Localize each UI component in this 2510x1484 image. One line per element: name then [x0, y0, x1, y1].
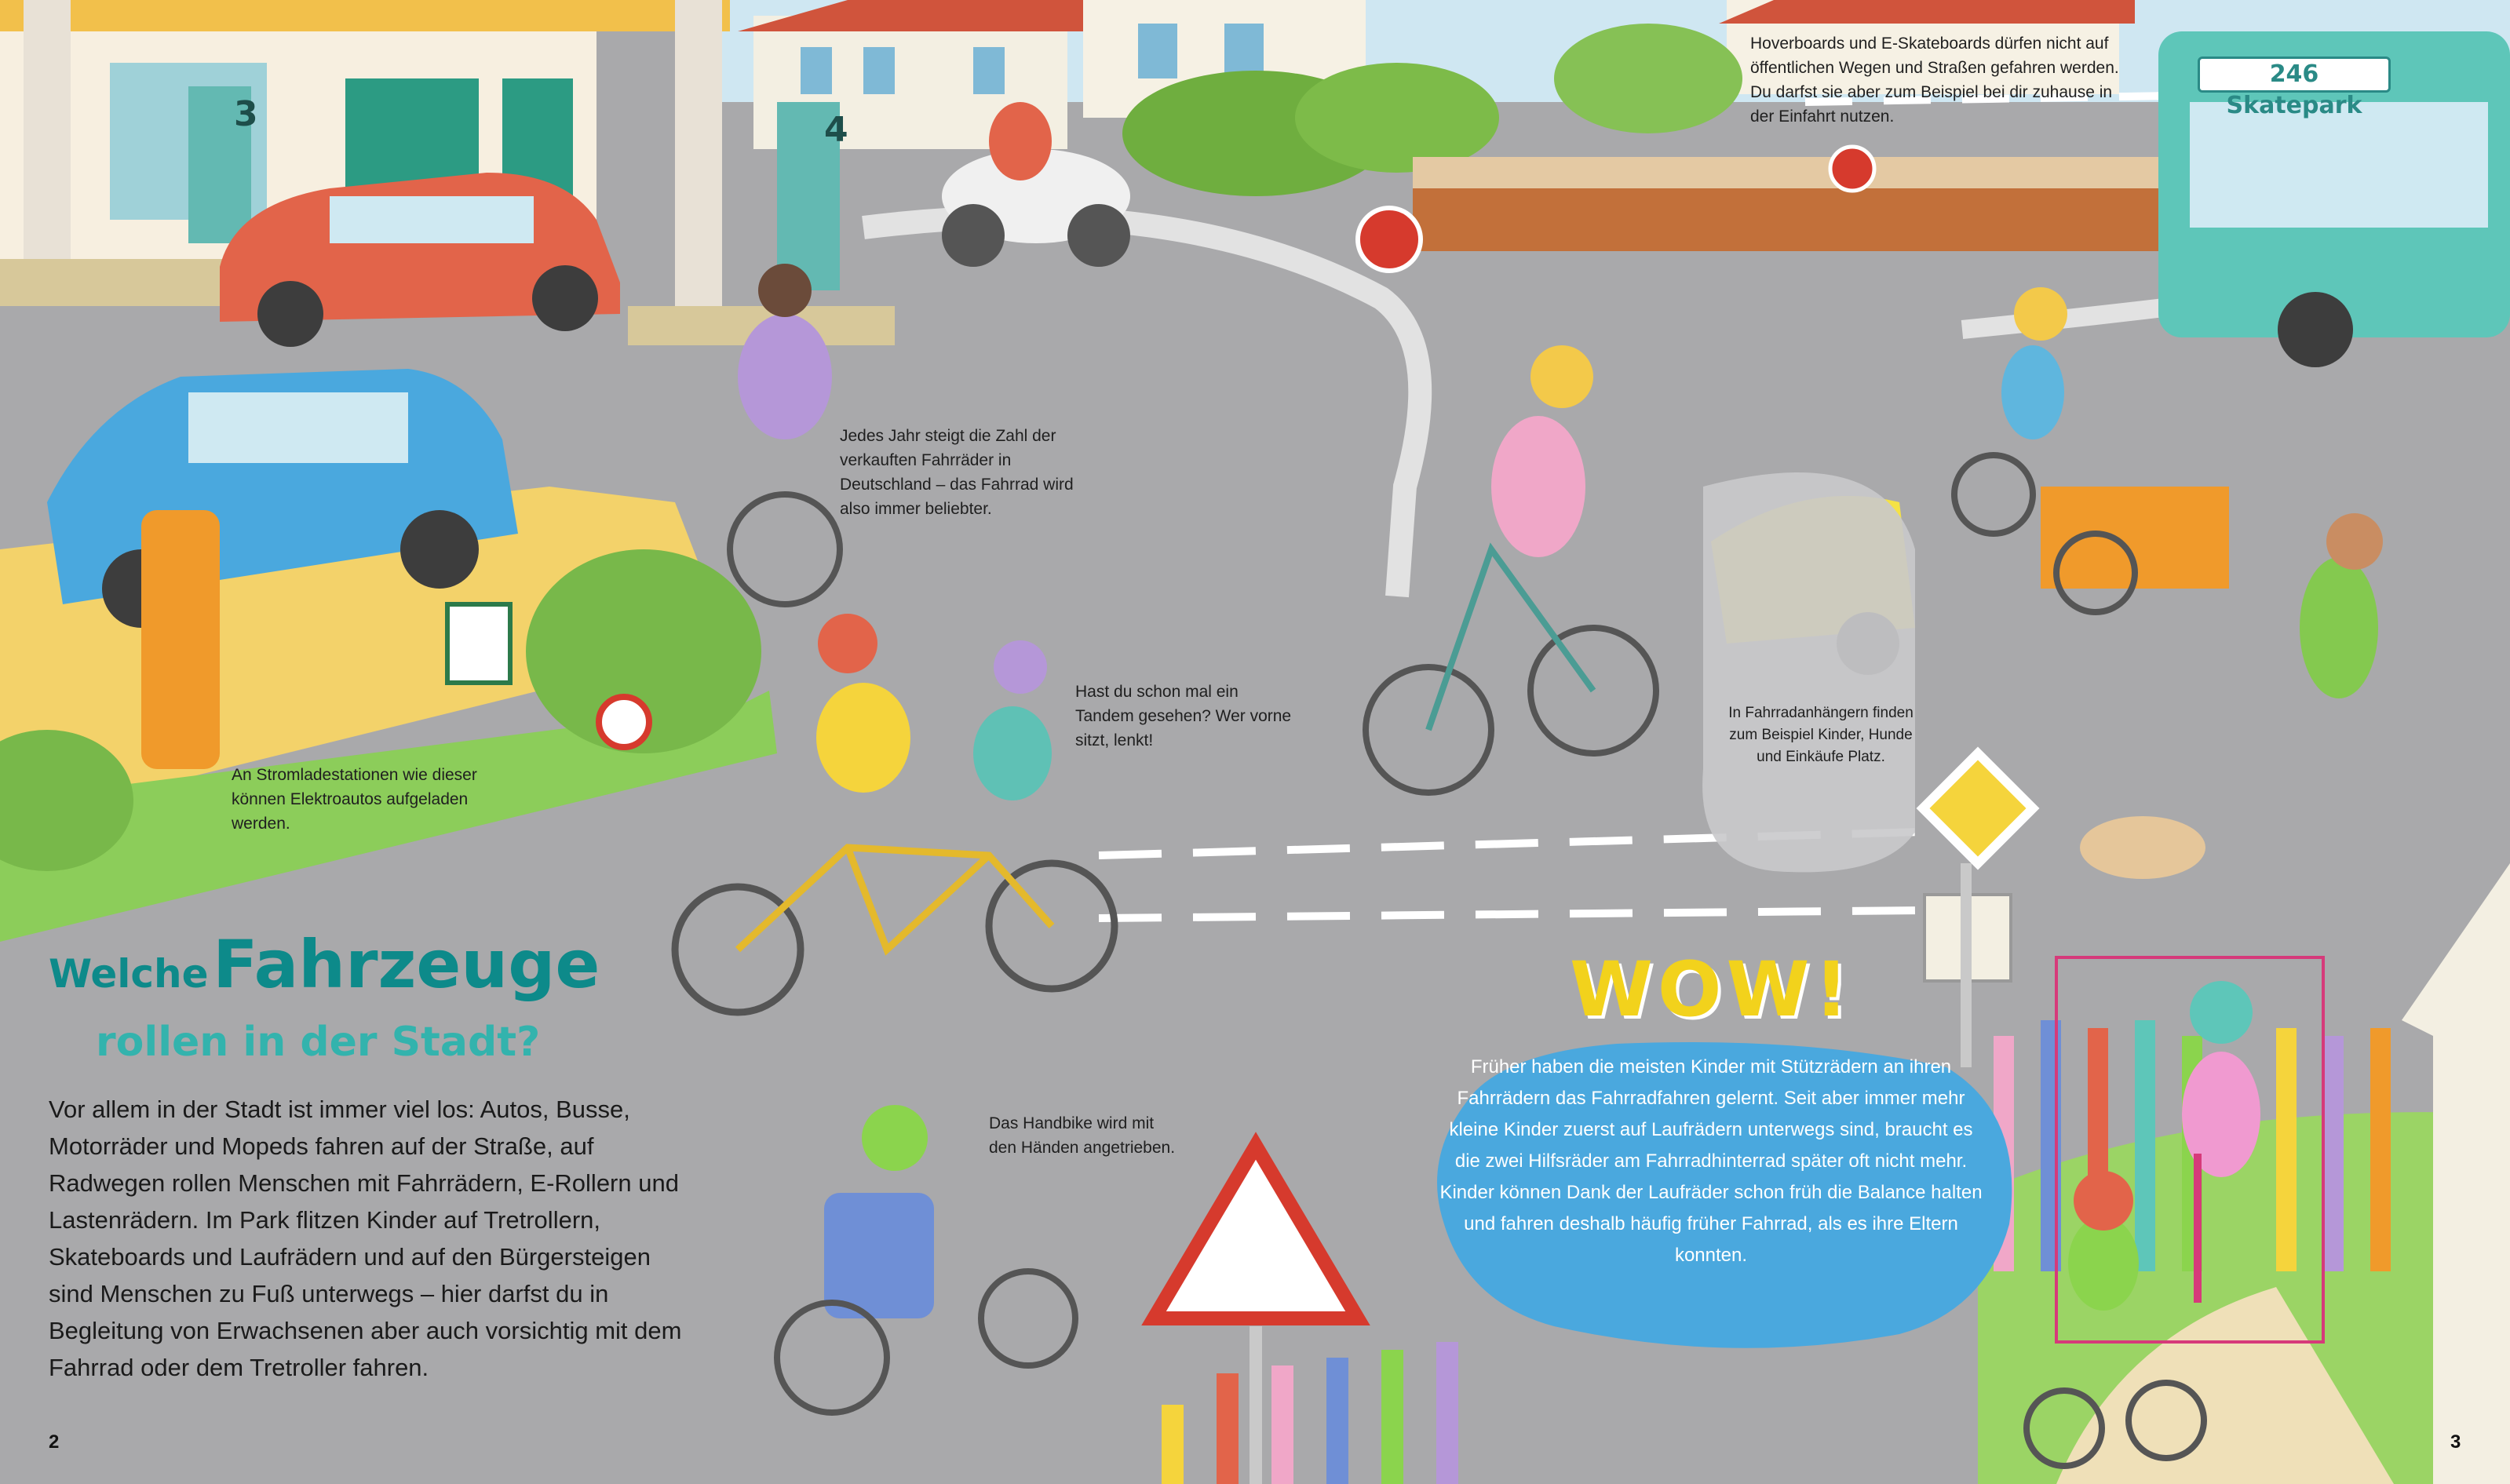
kid-on-balance-bike — [2023, 1171, 2207, 1469]
house-right — [2402, 863, 2510, 1484]
cyclist-purple — [727, 264, 843, 607]
hedge — [1122, 24, 1742, 196]
title-part-2: Fahrzeuge — [213, 926, 600, 1003]
woman-on-bike — [1363, 542, 1659, 796]
priority-road-sign — [1916, 746, 2040, 870]
cycle-path-sign — [445, 602, 513, 685]
houses-top — [738, 0, 2135, 149]
intro-paragraph: Vor allem in der Stadt ist immer viel lo… — [49, 1096, 682, 1381]
page-subtitle: rollen in der Stadt? — [96, 1019, 541, 1066]
pump-3-number: 3 — [234, 94, 258, 134]
page-number-left: 2 — [49, 1431, 60, 1453]
title-part-1: Welche — [49, 951, 209, 997]
wow-heading: WOW! — [1570, 946, 1854, 1034]
kids-highlight-frame — [2055, 956, 2325, 1344]
trailer-caption-bubble — [1702, 472, 1915, 873]
no-entry-sign — [1355, 206, 1423, 273]
tandem-riders — [816, 614, 1052, 800]
handbike — [774, 1105, 1078, 1416]
bus-destination-sign: 246 Skatepark — [2198, 57, 2391, 119]
wow-info-text: Früher haben die meisten Kinder mit Stüt… — [1439, 1056, 1983, 1266]
charging-station-caption: An Stromladestationen wie dieser können … — [232, 766, 477, 833]
tandem-caption: Hast du schon mal ein Tandem gesehen? We… — [1075, 683, 1292, 749]
page-number-right: 3 — [2450, 1431, 2461, 1453]
fence — [1413, 188, 2158, 251]
hoverboard-caption: Hoverboards und E-Skateboards dürfen nic… — [1750, 35, 2119, 126]
cargo-bike — [1951, 287, 2229, 615]
trailer-caption: In Fahrradanhängern finden zum Beispiel … — [1728, 705, 1914, 765]
page-title: Welche Fahrzeuge — [49, 926, 600, 1003]
bicycle-warning-sign — [1141, 1132, 1370, 1325]
motorbike — [942, 102, 1130, 267]
tandem-bike — [671, 844, 1118, 1016]
grass-left — [0, 691, 777, 942]
handbike-caption: Das Handbike wird mit den Händen angetri… — [989, 1114, 1176, 1157]
fuel-pump-3 — [188, 86, 251, 243]
charging-station — [141, 510, 220, 769]
bike-sales-caption: Jedes Jahr steigt die Zahl der verkaufte… — [840, 427, 1074, 518]
wow-info-box — [1437, 1042, 2012, 1348]
petrol-station — [0, 0, 895, 345]
no-bikes-sign — [596, 694, 652, 750]
kid-on-scooter — [2182, 981, 2260, 1303]
pump-4-number: 4 — [824, 110, 848, 150]
bus — [2158, 31, 2510, 367]
red-car — [220, 173, 620, 347]
fuel-pump-4 — [777, 102, 840, 290]
pencil-fence-bottom — [1162, 1342, 1458, 1484]
woman-with-dog — [2080, 513, 2383, 879]
